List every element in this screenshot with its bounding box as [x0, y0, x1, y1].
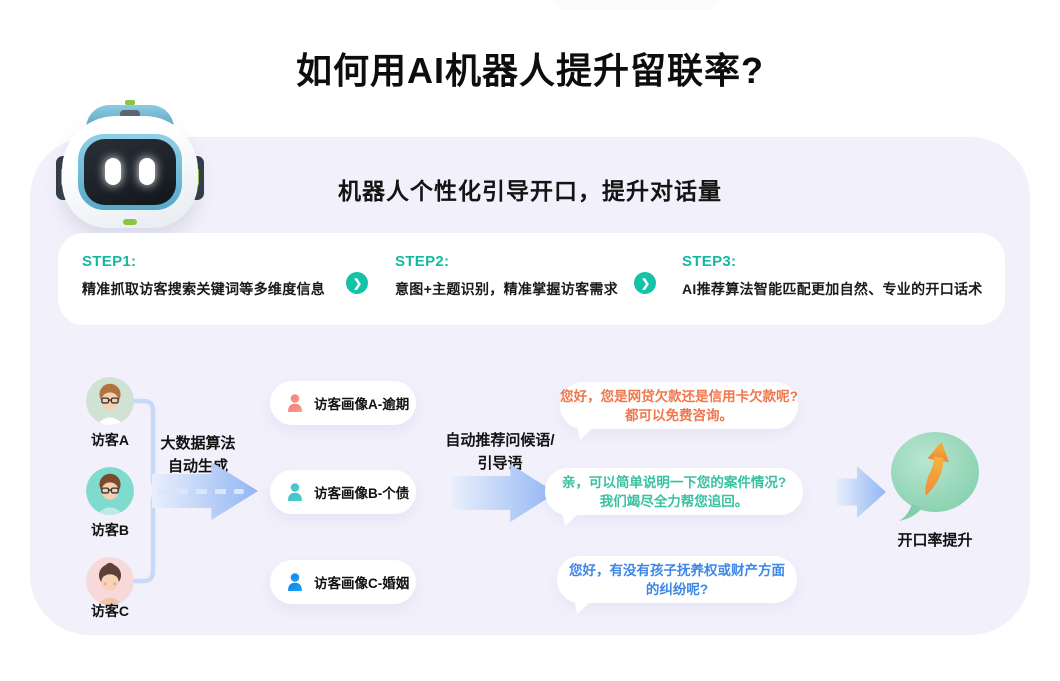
step-2-label: STEP2: — [395, 253, 450, 270]
person-icon — [288, 483, 302, 501]
panel-heading: 机器人个性化引导开口，提升对话量 — [338, 178, 722, 204]
visitor-a-label: 访客A — [90, 432, 130, 448]
profile-card-b: 访客画像B-个债 — [270, 470, 416, 514]
visitor-a-avatar — [86, 377, 134, 425]
profile-c-label: 访客画像C-婚姻 — [314, 576, 410, 591]
robot-eye-left — [105, 158, 121, 185]
visitor-c-label: 访客C — [90, 603, 130, 619]
step-1-desc: 精准抓取访客搜索关键词等多维度信息 — [82, 281, 326, 297]
bigdata-label: 大数据算法 自动生成 — [160, 435, 236, 475]
step-1: STEP1: 精准抓取访客搜索关键词等多维度信息 — [82, 253, 325, 299]
robot-screen — [84, 139, 176, 205]
chevron-glyph: ❯ — [640, 277, 651, 290]
robot-head — [62, 116, 198, 228]
top-decoration — [552, 0, 720, 10]
chat-bubble-personal-debt: 亲，可以简单说明一下您的案件情况? 我们竭尽全力帮您追回。 — [545, 468, 803, 515]
robot-eye-right — [139, 158, 155, 185]
robot-face — [78, 134, 182, 210]
main-panel — [30, 137, 1030, 635]
chat-bubble-marriage: 您好，有没有孩子抚养权或财产方面 的纠纷呢? — [557, 556, 797, 603]
robot-mascot-icon — [56, 100, 204, 234]
robot-cap-dot — [125, 100, 135, 105]
step-2-desc: 意图+主题识别，精准掌握访客需求 — [395, 281, 618, 297]
chevron-glyph: ❯ — [352, 277, 363, 290]
step-1-label: STEP1: — [82, 253, 137, 270]
profile-card-a: 访客画像A-逾期 — [270, 381, 416, 425]
result-label: 开口率提升 — [897, 532, 973, 549]
visitor-b-avatar — [86, 467, 134, 515]
person-icon — [288, 573, 302, 591]
speech-bubble-up-arrow-icon — [891, 432, 979, 521]
robot-chin-light — [123, 219, 137, 225]
page-title: 如何用AI机器人提升留联率? — [296, 50, 764, 91]
profile-a-label: 访客画像A-逾期 — [314, 397, 410, 412]
chevron-right-icon: ❯ — [346, 272, 368, 294]
dashed-line — [158, 489, 244, 494]
step-3-desc: AI推荐算法智能匹配更加自然、专业的开口话术 — [682, 281, 983, 297]
step-3: STEP3: AI推荐算法智能匹配更加自然、专业的开口话术 — [682, 253, 983, 299]
robot-cap-button — [120, 110, 140, 121]
chat-bubble-overdue: 您好，您是网贷欠款还是信用卡欠款呢? 都可以免费咨询。 — [560, 382, 798, 429]
profile-b-label: 访客画像B-个债 — [314, 486, 410, 501]
visitor-c-avatar — [86, 557, 134, 605]
person-icon — [288, 394, 302, 412]
step-2: STEP2: 意图+主题识别，精准掌握访客需求 — [395, 253, 618, 299]
visitor-b-label: 访客B — [90, 522, 130, 538]
profile-card-c: 访客画像C-婚姻 — [270, 560, 416, 604]
recommend-label: 自动推荐问候语/ 引导语 — [445, 432, 555, 472]
step-3-label: STEP3: — [682, 253, 737, 270]
chevron-right-icon: ❯ — [634, 272, 656, 294]
steps-bar — [58, 233, 1005, 325]
